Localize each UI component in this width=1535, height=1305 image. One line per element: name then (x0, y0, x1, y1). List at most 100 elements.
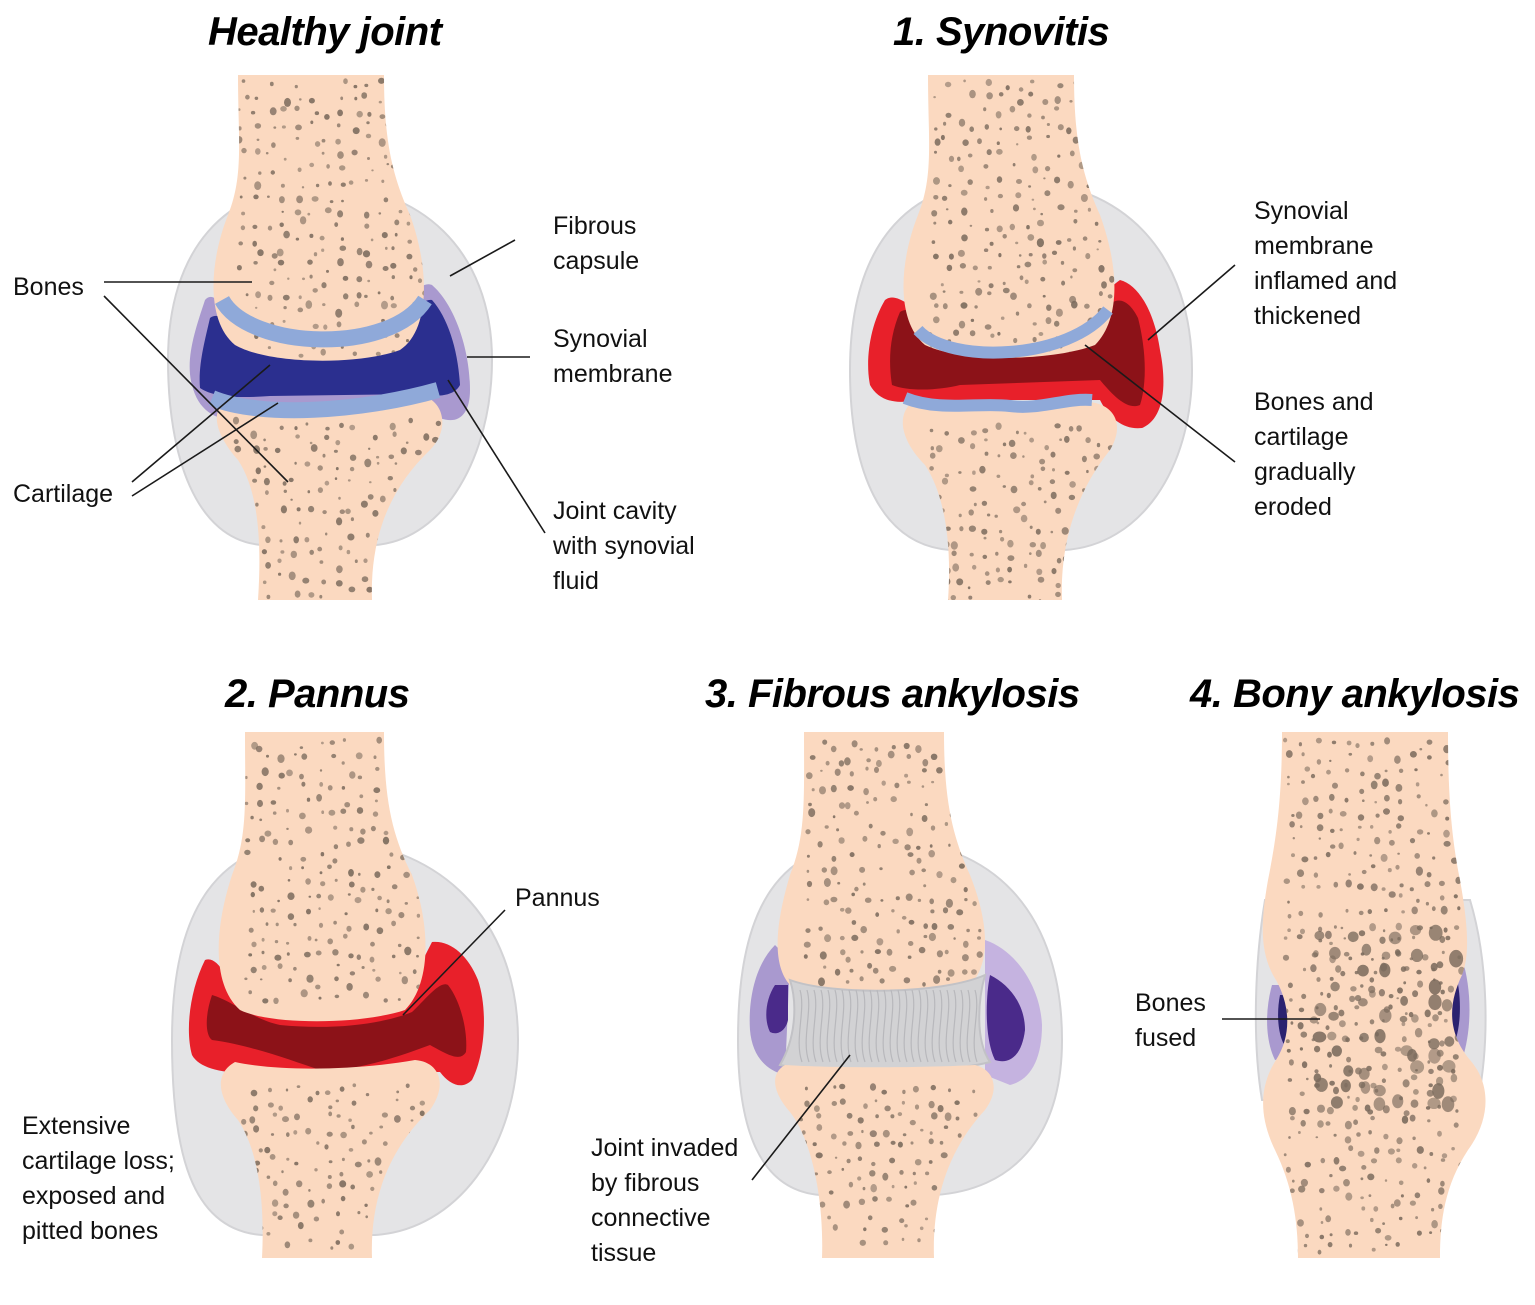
bone-pore (1112, 78, 1115, 84)
bone-pore (317, 465, 323, 471)
bone-pore (341, 761, 345, 765)
bone-pore (378, 138, 386, 147)
bone-pore (409, 109, 413, 113)
bone-pore (365, 260, 373, 269)
bone-pore (1432, 856, 1436, 860)
bone-pore (398, 912, 405, 919)
bone-pore (1424, 1009, 1431, 1018)
bone-pore (1354, 1022, 1358, 1026)
bone-pore (891, 909, 895, 913)
bone-pore (372, 811, 379, 817)
bone-pore (341, 199, 344, 203)
bone-pore (1096, 248, 1099, 251)
bone-pore (315, 950, 322, 956)
bone-pore (265, 536, 271, 544)
bone-pore (929, 428, 934, 433)
bone-pore (271, 142, 276, 148)
bone-pore (1367, 909, 1373, 915)
bone-pore (1021, 501, 1027, 507)
bone-pore (1026, 135, 1032, 140)
bone-pore (1287, 782, 1290, 786)
bone-pore (1035, 528, 1041, 535)
bone-pore (344, 802, 351, 808)
bone-pore (831, 855, 837, 862)
bone-pore (819, 1201, 826, 1208)
bone-pore (304, 951, 311, 958)
bone-pore (1426, 1178, 1431, 1183)
bone-pore (854, 886, 859, 892)
bone-pore (241, 211, 246, 216)
bone-pore (876, 759, 882, 768)
bone-pore (286, 941, 290, 945)
bone-pore (397, 943, 402, 948)
bone-pore (958, 471, 962, 474)
bone-pore (236, 265, 242, 271)
bone-pore (896, 929, 900, 934)
bone-pore (1384, 1179, 1388, 1182)
bone-pore (392, 787, 396, 790)
bone-pore (372, 968, 376, 972)
bone-pore (1310, 964, 1317, 973)
bone-pore (245, 94, 250, 100)
bone-pore (1339, 1165, 1347, 1172)
fibrous-tissue-strands (798, 989, 978, 1063)
bone-pore (851, 934, 859, 942)
bone-pore (381, 1112, 388, 1118)
bone-pore (319, 871, 323, 875)
bone-pore (1298, 1185, 1306, 1193)
bone-pore (1313, 795, 1319, 803)
bone-pore (352, 351, 357, 357)
bone-pore (974, 305, 978, 309)
bone-pore (1055, 240, 1062, 245)
bone-pore (1445, 935, 1451, 941)
bone-pore (334, 976, 339, 982)
bone-pore (845, 980, 850, 984)
bone-pore (1029, 437, 1034, 443)
bone-pore (327, 894, 334, 901)
bone-pore (909, 869, 915, 876)
bone-pore (1396, 997, 1399, 1000)
bone-pore (943, 1198, 949, 1205)
bone-pore (281, 125, 286, 129)
bone-pore (806, 869, 810, 873)
bone-pore (1344, 797, 1349, 803)
bone-pore (386, 163, 390, 166)
bone-pore (897, 1141, 903, 1148)
bone-pore (1285, 1166, 1291, 1173)
bone-pore (1425, 901, 1429, 906)
bone-pore (1370, 741, 1375, 746)
bone-pore (1356, 1132, 1361, 1137)
bone-pore (926, 591, 932, 597)
bone-pore (915, 745, 922, 754)
bone-pore (981, 500, 988, 506)
bone-pore (255, 745, 263, 753)
bone-pore (308, 592, 315, 598)
bone-pore (262, 998, 269, 1004)
bone-pore (266, 594, 271, 600)
bone-pore (1297, 1022, 1304, 1030)
bone-pore (382, 1141, 388, 1146)
bone-pore (298, 353, 304, 358)
bone-pore (338, 496, 341, 500)
bone-pore (851, 920, 857, 925)
bone-pore (1285, 1039, 1290, 1044)
bone-pore (967, 179, 973, 185)
bone-pore (1315, 1136, 1319, 1139)
bone-pore (1428, 924, 1443, 941)
bone-pore (1383, 808, 1390, 815)
bone-pore (370, 825, 376, 832)
bone-pore (1396, 823, 1402, 829)
bone-pore (233, 439, 239, 445)
bone-pore (261, 549, 267, 555)
bone-pore (241, 1118, 247, 1125)
bone-pore (361, 576, 369, 583)
bone-pore (805, 1208, 812, 1215)
bone-pore (391, 813, 396, 818)
bone-pore (870, 1184, 877, 1193)
bone-pore (945, 898, 954, 908)
bone-pore (388, 454, 395, 460)
bone-pore (1012, 163, 1016, 167)
bone-pore (286, 808, 289, 813)
bone-pore (1044, 190, 1051, 197)
bone-pore (293, 922, 297, 927)
